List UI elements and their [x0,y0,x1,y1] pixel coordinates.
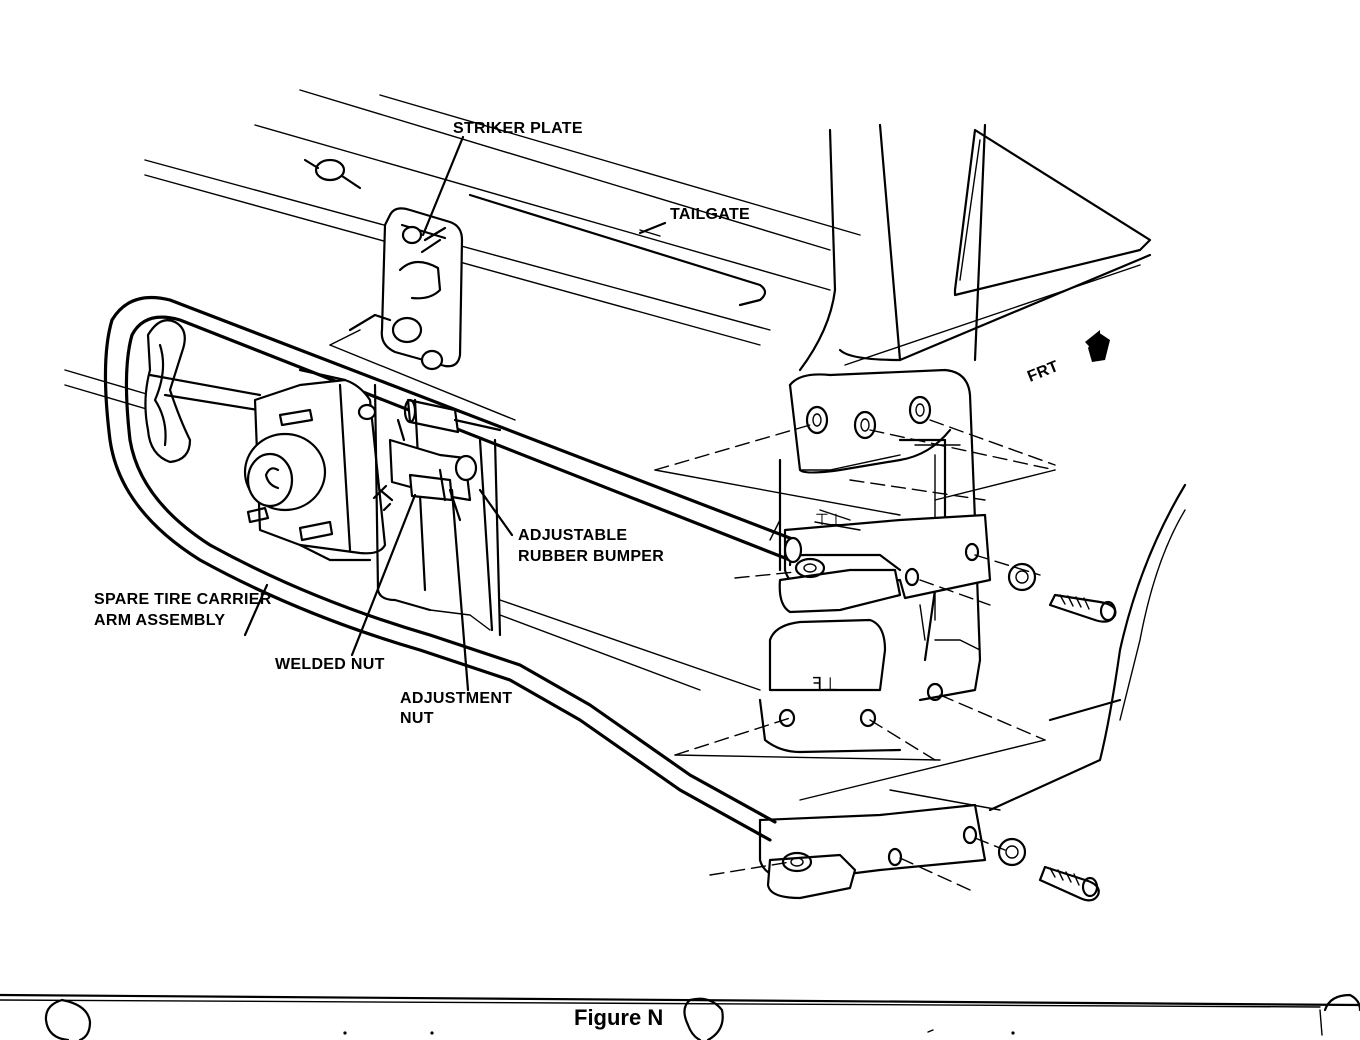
mount-hole [926,682,944,702]
label-front: FRT [1025,358,1061,386]
label-adjustment: ADJUSTMENT [400,690,512,707]
figure-caption: Figure N [574,1005,663,1030]
label-spare-tire-carrier: SPARE TIRE CARRIER [94,591,272,608]
mount-hole [859,708,877,728]
label-nut: NUT [400,710,434,727]
upper-hinge-bolt [1007,562,1117,623]
lower-hinge-bracket [758,803,987,900]
mount-hole [778,708,796,728]
label-adjustable: ADJUSTABLE [518,527,627,544]
label-arm-assembly: ARM ASSEMBLY [94,612,225,629]
carrier-arm-assembly [103,295,803,842]
label-striker-plate: STRIKER PLATE [453,120,583,137]
leader-lines [243,135,667,692]
footer: Figure N [0,993,1360,1040]
adjustable-rubber-bumper [372,418,478,512]
mount-hole [908,395,932,425]
tailgate-body [64,89,1187,812]
svg-text:ꟻ⊥: ꟻ⊥ [812,674,838,694]
exploded-view-lines [654,419,1056,891]
striker-plate [329,207,516,421]
mount-hole [805,405,829,435]
wheel-stud [278,408,314,427]
upper-hinge-bracket [778,509,992,614]
wheel-stud [298,520,334,542]
mount-hole [853,410,877,440]
label-welded-nut: WELDED NUT [275,656,385,673]
label-tailgate: TAILGATE [670,206,750,223]
label-rubber-bumper: RUBBER BUMPER [518,548,664,565]
lower-hinge-bolt [997,837,1100,902]
carrier-mounting-plate [243,368,502,637]
front-direction-arrow [1085,330,1110,362]
wheel-stud [246,506,270,524]
